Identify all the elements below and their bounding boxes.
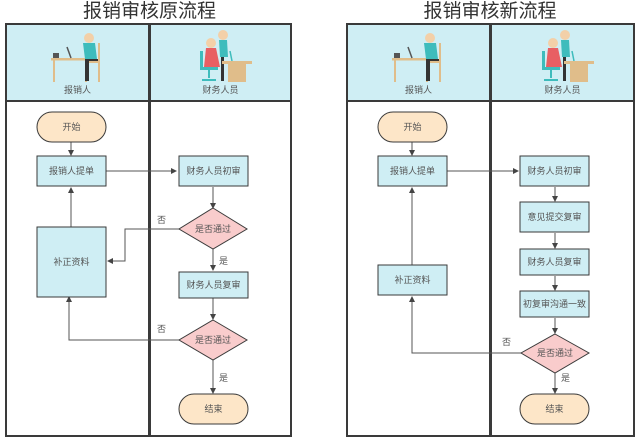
edge-label-no: 否 bbox=[502, 337, 511, 348]
lane-label-finance: 财务人员 bbox=[202, 86, 239, 96]
lane-label-claimant: 报销人 bbox=[404, 86, 432, 96]
lane-divider bbox=[148, 25, 151, 435]
node-decision-label: 是否通过 bbox=[537, 347, 573, 359]
node-decision1-label: 是否通过 bbox=[195, 223, 231, 235]
node-consensus: 初复审沟通一致 bbox=[519, 290, 590, 318]
edge-label-no: 否 bbox=[157, 215, 166, 226]
finance-staff-icon bbox=[199, 30, 252, 82]
node-fix-label: 补正资料 bbox=[394, 274, 430, 286]
node-submit: 报销人提单 bbox=[36, 155, 107, 187]
edge-label-yes: 是 bbox=[561, 373, 570, 384]
node-end: 结束 bbox=[178, 393, 249, 425]
lane-claimant: 报销人 bbox=[348, 25, 489, 435]
node-submit: 报销人提单 bbox=[377, 155, 448, 187]
node-review2-label: 财务人员复审 bbox=[186, 279, 240, 291]
lane-divider bbox=[489, 25, 492, 435]
node-decision1: 是否通过 bbox=[178, 207, 248, 250]
edges-original bbox=[66, 142, 216, 394]
node-opinion-label: 意见提交复审 bbox=[527, 211, 581, 223]
node-fix: 补正资料 bbox=[377, 264, 448, 296]
node-submit-label: 报销人提单 bbox=[49, 165, 94, 177]
node-start-label: 开始 bbox=[403, 121, 421, 133]
edge-decision-no-fix bbox=[409, 296, 521, 354]
edge-label-yes: 是 bbox=[219, 256, 228, 267]
node-start: 开始 bbox=[377, 111, 448, 143]
node-end-label: 结束 bbox=[204, 403, 222, 415]
lane-header-finance: 财务人员 bbox=[151, 25, 290, 102]
edge-label-yes: 是 bbox=[219, 373, 228, 384]
finance-staff-icon bbox=[541, 30, 594, 82]
node-review2: 财务人员复审 bbox=[178, 271, 249, 299]
node-start-label: 开始 bbox=[62, 121, 80, 133]
lane-claimant: 报销人 bbox=[7, 25, 148, 435]
edge-label-no: 否 bbox=[157, 324, 166, 335]
diagram-title-new: 报销审核新流程 bbox=[423, 0, 557, 22]
edges-new bbox=[409, 142, 558, 394]
lane-header-finance: 财务人员 bbox=[492, 25, 633, 102]
node-fix-label: 补正资料 bbox=[53, 256, 89, 268]
node-review2: 财务人员复审 bbox=[519, 248, 590, 276]
node-review1: 财务人员初审 bbox=[519, 155, 590, 187]
node-end-label: 结束 bbox=[545, 403, 563, 415]
lane-finance: 财务人员 bbox=[492, 25, 633, 435]
node-start: 开始 bbox=[36, 111, 107, 143]
lane-label-finance: 财务人员 bbox=[544, 86, 581, 96]
node-review1-label: 财务人员初审 bbox=[186, 165, 240, 177]
edge-decision1-no-fix bbox=[107, 228, 179, 264]
person-at-desk-icon bbox=[50, 33, 100, 82]
lane-finance: 财务人员 bbox=[151, 25, 290, 435]
node-decision2: 是否通过 bbox=[178, 319, 248, 361]
person-at-desk-icon bbox=[391, 33, 441, 82]
diagram-title-original: 报销审核原流程 bbox=[82, 0, 216, 22]
node-fix: 补正资料 bbox=[36, 226, 107, 298]
node-review1-label: 财务人员初审 bbox=[527, 165, 581, 177]
node-opinion: 意见提交复审 bbox=[519, 201, 590, 233]
lane-header-claimant: 报销人 bbox=[7, 25, 148, 102]
node-end: 结束 bbox=[519, 393, 590, 425]
node-review1: 财务人员初审 bbox=[178, 155, 249, 187]
lane-label-claimant: 报销人 bbox=[63, 86, 91, 96]
lane-header-claimant: 报销人 bbox=[348, 25, 489, 102]
edge-decision2-no-fix bbox=[66, 296, 179, 341]
node-review2-label: 财务人员复审 bbox=[527, 256, 581, 268]
node-decision: 是否通过 bbox=[519, 333, 591, 374]
node-decision2-label: 是否通过 bbox=[195, 334, 231, 346]
node-consensus-label: 初复审沟通一致 bbox=[523, 298, 586, 310]
node-submit-label: 报销人提单 bbox=[390, 165, 435, 177]
